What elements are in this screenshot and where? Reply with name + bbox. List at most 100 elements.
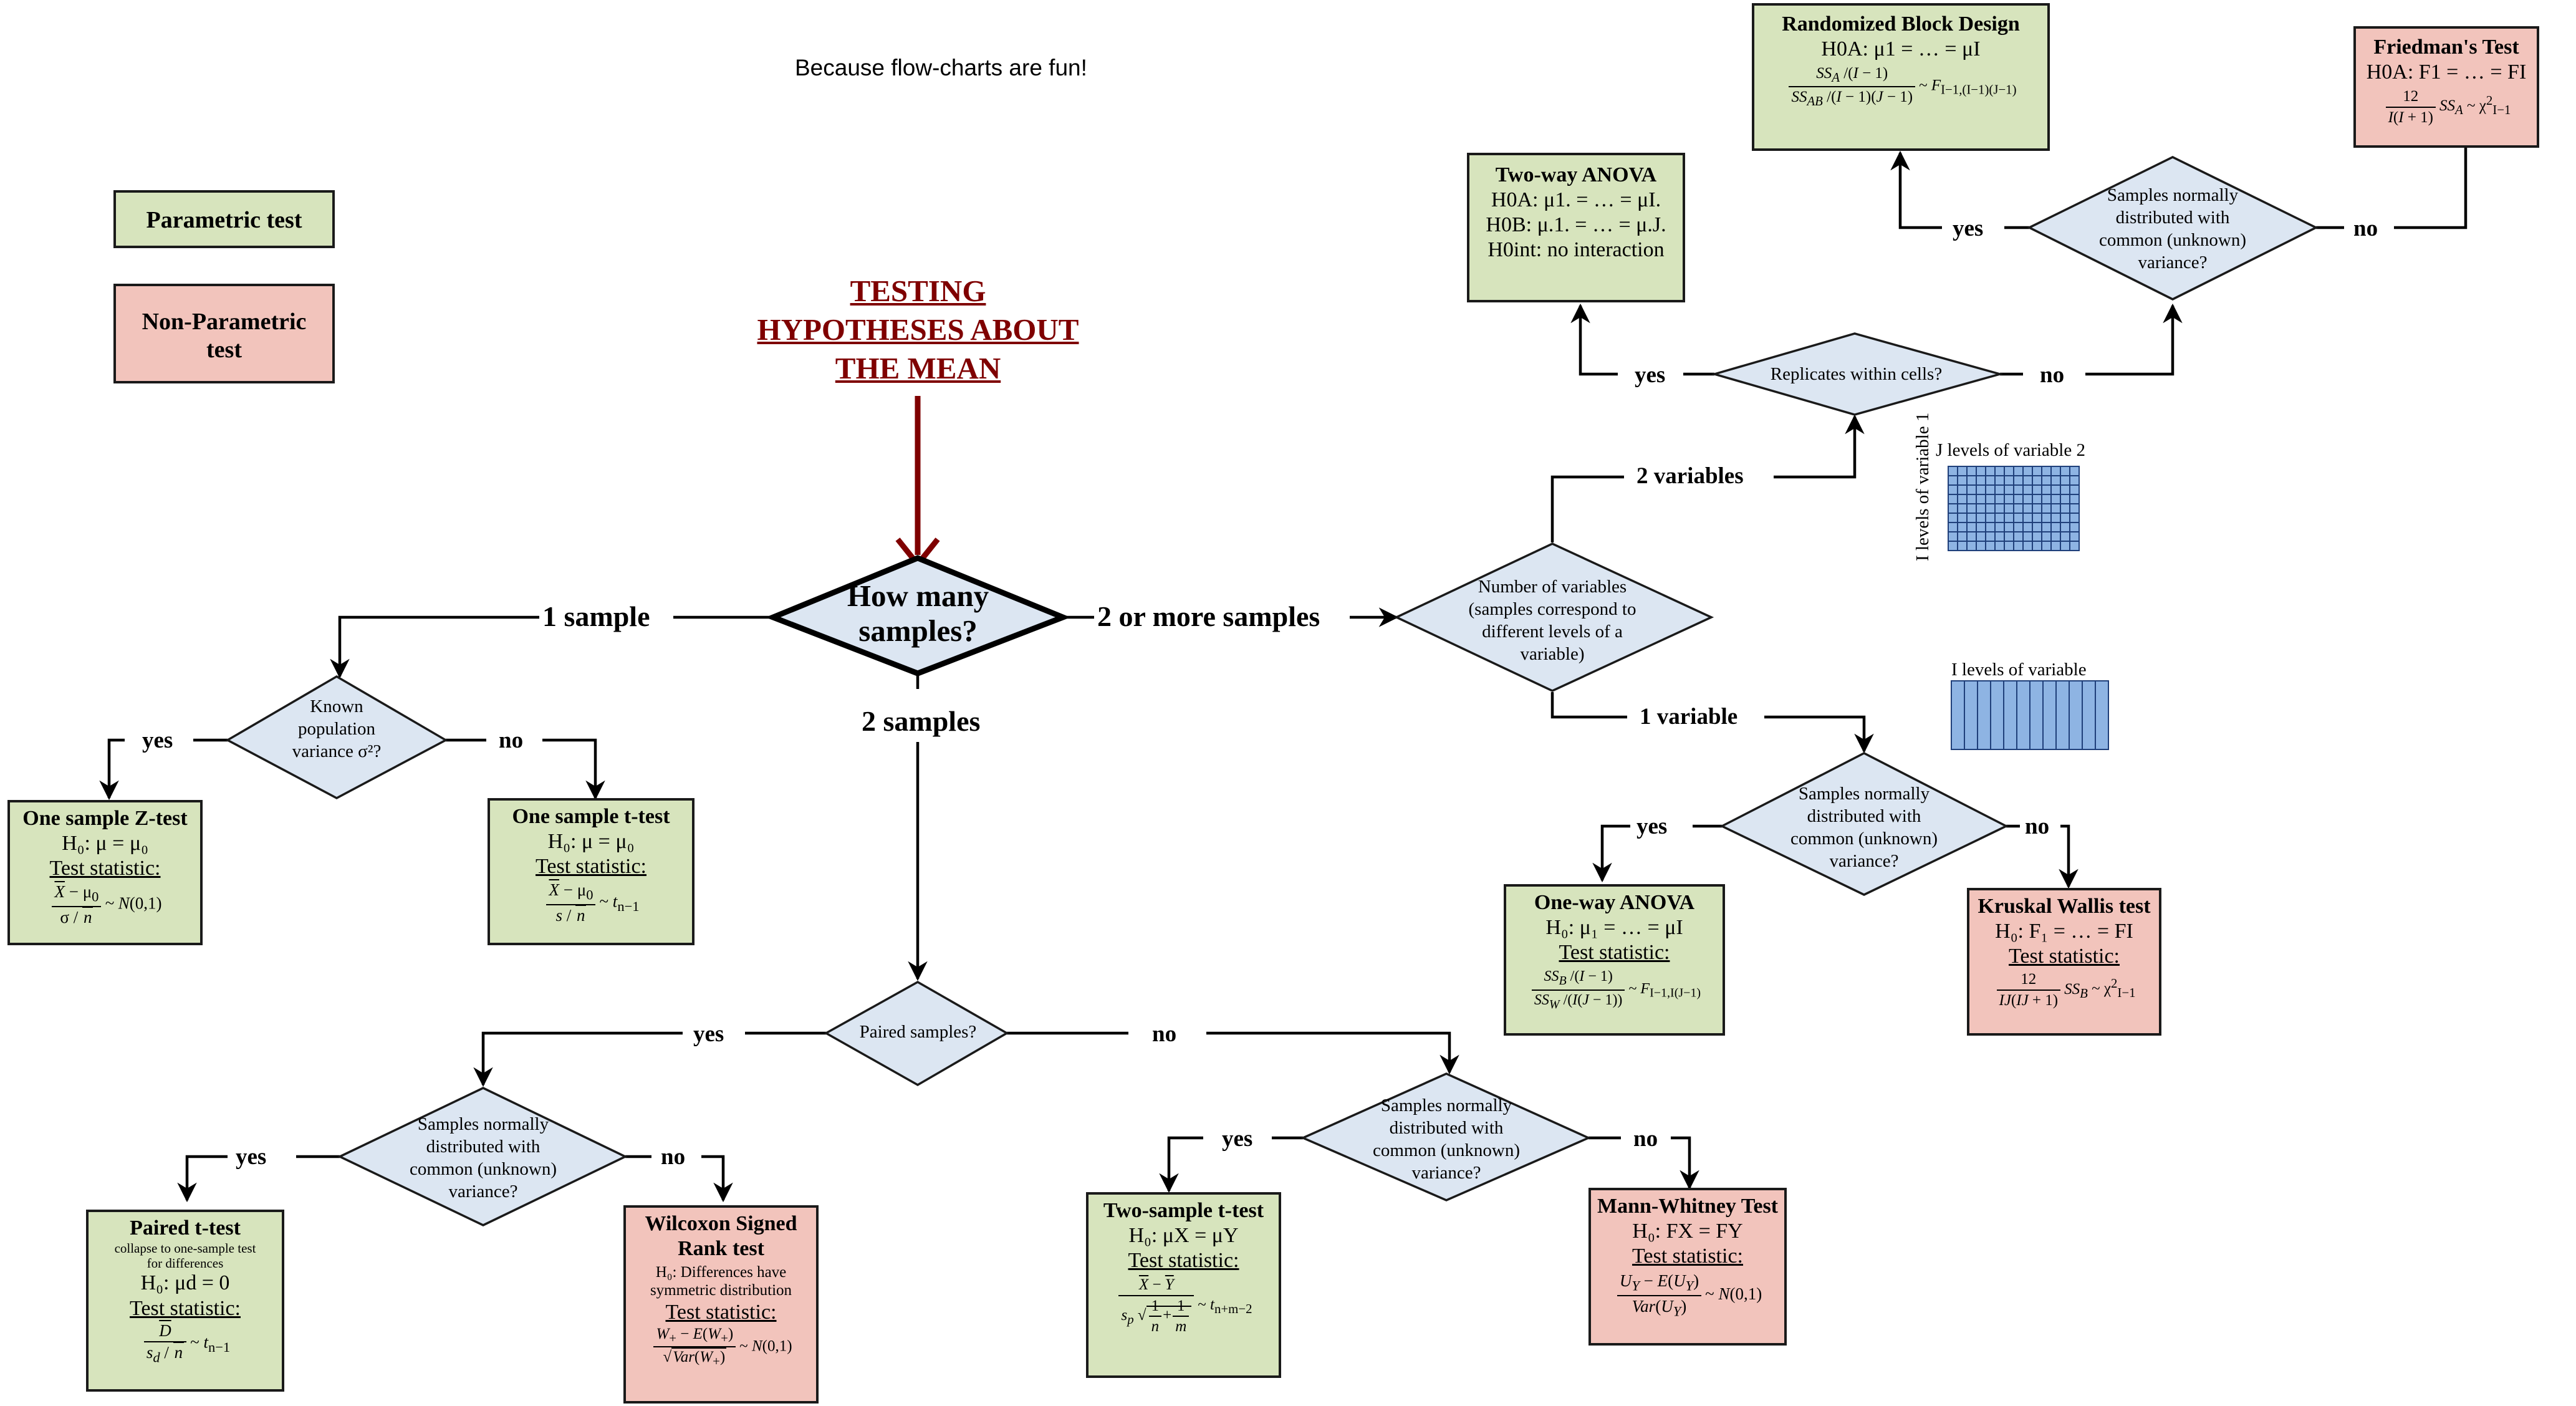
edge-to-wilcoxon xyxy=(701,1155,733,1203)
grid2-cell xyxy=(1994,494,2005,504)
label-2-variables: 2 variables xyxy=(1636,463,1744,489)
mann-whitney-formula: UY − E(UY)Var(UY)~ N(0,1) xyxy=(1591,1271,1784,1320)
grid2-cell xyxy=(1976,541,1986,551)
grid2-cell xyxy=(1994,541,2005,551)
two-way-h0a: H0A: μ1. = … = μI. xyxy=(1491,188,1661,212)
grid2-cell xyxy=(1966,541,1977,551)
grid2-cell xyxy=(1994,475,2005,486)
normal-paired-line-2: distributed with xyxy=(426,1137,541,1157)
how-many-samples-diamond xyxy=(765,555,1071,677)
normal-block-diamond xyxy=(2027,156,2319,301)
t-test-statistic-label: Test statistic: xyxy=(536,855,646,879)
label-normal-oneway-yes: yes xyxy=(1636,814,1668,839)
grid2-cell xyxy=(2041,513,2052,523)
grid2-cell xyxy=(2004,475,2014,486)
normal-paired-line-1: Samples normally xyxy=(417,1114,549,1134)
grid2-cell xyxy=(2060,475,2070,486)
grid2-cell xyxy=(2050,466,2061,476)
grid1-cell xyxy=(1964,680,1978,750)
edge-to-paired-t xyxy=(177,1155,228,1203)
num-variables-diamond xyxy=(1393,542,1714,692)
normal-indep-line-1: Samples normally xyxy=(1380,1095,1512,1115)
kruskal-wallis-box: Kruskal Wallis test H₀: F₁ = … = FI Test… xyxy=(1967,888,2161,1036)
paired-samples-diamond xyxy=(824,980,1009,1087)
num-vars-line-1: Number of variables xyxy=(1478,577,1627,597)
grid2-cell xyxy=(1957,531,1968,542)
grid2-cell xyxy=(2013,513,2024,523)
grid2-cell xyxy=(1985,475,1996,486)
grid2-cell xyxy=(1976,484,1986,495)
grid2-cell xyxy=(1948,522,1958,532)
grid2-cell xyxy=(2013,475,2024,486)
how-many-samples-text: How many samples? xyxy=(804,579,1032,648)
grid2-cell xyxy=(2069,503,2080,514)
grid2-cell xyxy=(2050,531,2061,542)
one-way-statistic-label: Test statistic: xyxy=(1559,941,1670,965)
grid2-cell xyxy=(2032,541,2042,551)
grid2-cell xyxy=(2060,513,2070,523)
main-title-line-1: TESTING xyxy=(850,274,986,308)
label-normal-oneway-no: no xyxy=(2025,814,2050,839)
label-paired-no: no xyxy=(1152,1021,1177,1047)
grid1-cell xyxy=(2082,680,2096,750)
grid2-cell xyxy=(1966,475,1977,486)
grid2-cell xyxy=(1966,531,1977,542)
mann-whitney-h0: H₀: FX = FY xyxy=(1632,1220,1743,1243)
grid2-cell xyxy=(2013,466,2024,476)
header-note: Because flow-charts are fun! xyxy=(795,55,1087,80)
one-way-anova-box: One-way ANOVA H₀: μ₁ = … = μI Test stati… xyxy=(1504,884,1725,1036)
edge-to-friedman xyxy=(2394,117,2476,229)
main-title-line-2: HYPOTHESES ABOUT xyxy=(757,312,1079,347)
how-many-line-2: samples? xyxy=(858,614,978,648)
replicates-text: Replicates within cells? xyxy=(1770,364,1943,384)
one-sample-t-test-box: One sample t-test H₀: μ = μ₀ Test statis… xyxy=(488,798,694,945)
legend-nonparametric: Non-Parametric test xyxy=(113,284,335,383)
known-variance-line-2: population xyxy=(297,719,376,739)
grid2-cell xyxy=(2069,484,2080,495)
grid2-cell xyxy=(2013,494,2024,504)
grid2-cell xyxy=(2022,484,2033,495)
grid2-cell xyxy=(1976,466,1986,476)
grid2-cell xyxy=(1948,484,1958,495)
grid2-cell xyxy=(2022,494,2033,504)
grid2-cell xyxy=(1985,513,1996,523)
paired-t-h0: H₀: μd = 0 xyxy=(140,1271,230,1295)
friedman-title: Friedman's Test xyxy=(2373,36,2519,59)
grid2-cell xyxy=(1948,513,1958,523)
grid1-cell xyxy=(2003,680,2017,750)
grid2-cell xyxy=(2004,531,2014,542)
rbd-formula: SSA /(I − 1)SSAB /(I − 1)(J − 1)~ FI−1,(… xyxy=(1754,64,2047,108)
num-vars-line-4: variable) xyxy=(1520,644,1585,664)
grid2-cell xyxy=(2069,466,2080,476)
grid1-cell xyxy=(1977,680,1991,750)
normal-oneway-line-4: variance? xyxy=(1829,851,1899,871)
edge-replicates-to-normal xyxy=(2085,303,2183,376)
grid2-cell xyxy=(1994,513,2005,523)
grid2-cell xyxy=(2022,466,2033,476)
label-1-variable: 1 variable xyxy=(1640,704,1738,729)
paired-t-note-1: collapse to one-sample test xyxy=(114,1241,256,1256)
grid2-cell xyxy=(1985,522,1996,532)
normal-indep-text: Samples normally distributed with common… xyxy=(1353,1094,1540,1184)
grid2-cell xyxy=(1966,503,1977,514)
mann-whitney-title: Mann-Whitney Test xyxy=(1597,1195,1778,1218)
edge-paired-yes-to-normal xyxy=(473,1031,683,1087)
grid2-cell xyxy=(2069,541,2080,551)
normal-oneway-line-2: distributed with xyxy=(1807,806,1921,826)
label-1-sample: 1 sample xyxy=(542,600,650,632)
label-normal-block-no: no xyxy=(2353,216,2378,241)
how-many-line-1: How many xyxy=(847,579,989,613)
grid2-cell xyxy=(2013,522,2024,532)
grid2-cell xyxy=(1957,513,1968,523)
normal-paired-line-4: variance? xyxy=(448,1182,518,1201)
legend-parametric: Parametric test xyxy=(113,190,335,248)
z-test-h0: H₀: μ = μ₀ xyxy=(62,832,148,855)
normal-indep-diamond xyxy=(1300,1072,1592,1201)
paired-t-note-2: for differences xyxy=(147,1256,224,1271)
grid2-cell xyxy=(1957,522,1968,532)
grid2-cell xyxy=(2032,522,2042,532)
label-known-yes: yes xyxy=(142,728,173,753)
